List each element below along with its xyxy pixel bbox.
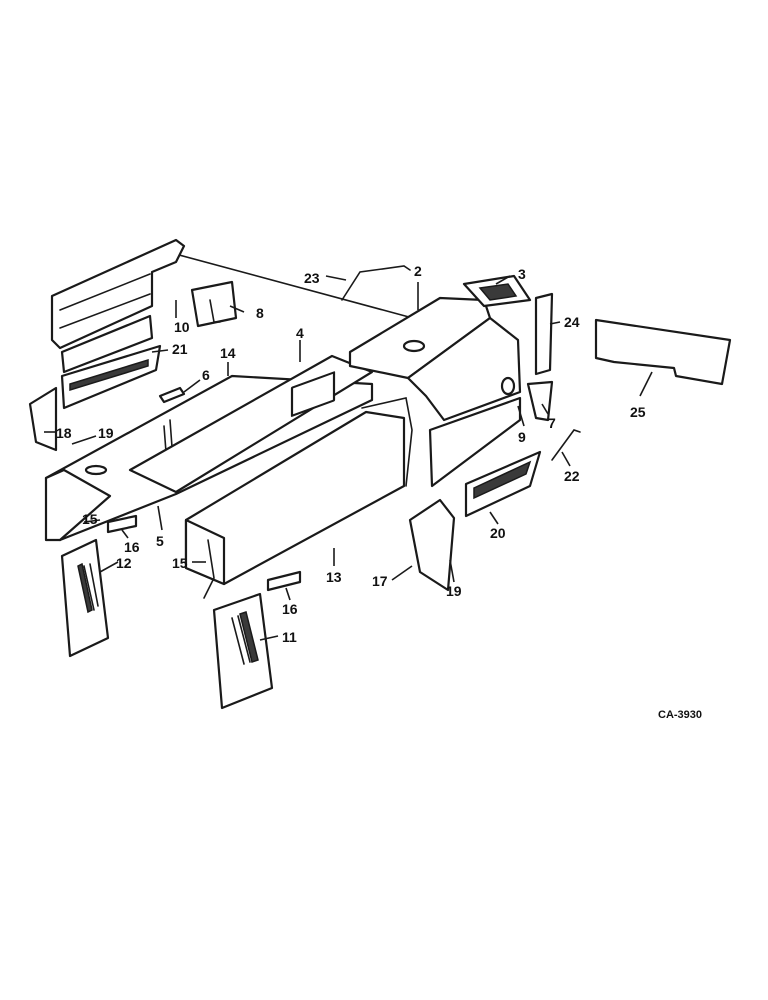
callout-9: 9 bbox=[518, 429, 526, 445]
panel-20-inner bbox=[473, 460, 532, 500]
callout-2: 2 bbox=[414, 263, 422, 279]
rear-cowl-2 bbox=[348, 296, 522, 488]
callout-16b: 16 bbox=[282, 601, 298, 617]
callout-7: 7 bbox=[548, 415, 556, 431]
callout-3: 3 bbox=[518, 266, 526, 282]
leader-17 bbox=[391, 565, 413, 581]
leader-15a bbox=[83, 519, 101, 523]
leader-8 bbox=[229, 305, 245, 313]
leader-11 bbox=[259, 635, 279, 641]
callout-15b: 15 bbox=[172, 555, 188, 571]
callout-15a: 15 bbox=[82, 511, 98, 527]
callout-13: 13 bbox=[326, 569, 342, 585]
callout-24: 24 bbox=[564, 314, 580, 330]
leader-6 bbox=[183, 379, 201, 393]
leader-19a bbox=[71, 435, 97, 445]
tag-16a bbox=[106, 514, 138, 534]
side-piece-17 bbox=[408, 498, 456, 592]
callout-23: 23 bbox=[304, 270, 320, 286]
rod-22 bbox=[551, 429, 581, 461]
leader-16b bbox=[285, 587, 291, 601]
leader-9 bbox=[517, 405, 525, 427]
callout-19b: 19 bbox=[446, 583, 462, 599]
callout-11: 11 bbox=[282, 629, 297, 645]
center-body-13 bbox=[184, 371, 413, 586]
callout-10: 10 bbox=[174, 319, 190, 335]
callout-5: 5 bbox=[156, 533, 164, 549]
callout-6: 6 bbox=[202, 367, 210, 383]
leader-19b bbox=[449, 559, 455, 583]
seal-25 bbox=[594, 318, 732, 386]
guide-line bbox=[167, 251, 421, 321]
rod-23 bbox=[341, 265, 411, 301]
callout-18: 18 bbox=[56, 425, 72, 441]
left-lower-strip bbox=[60, 344, 162, 410]
left-upper-panel bbox=[50, 238, 186, 374]
callout-4: 4 bbox=[296, 325, 304, 341]
handle-15b bbox=[203, 539, 215, 599]
leader-21 bbox=[151, 349, 169, 353]
bracket-8 bbox=[190, 280, 238, 328]
side-plate-18 bbox=[28, 386, 58, 452]
leader-20 bbox=[489, 511, 499, 525]
callout-14: 14 bbox=[220, 345, 236, 361]
right-side-panel-11 bbox=[212, 592, 274, 710]
leader-3 bbox=[495, 275, 511, 285]
leader-12 bbox=[99, 561, 119, 573]
leader-24 bbox=[549, 321, 561, 325]
grab-handle-3-inner bbox=[478, 283, 518, 301]
leader-7 bbox=[541, 403, 549, 415]
callout-25: 25 bbox=[630, 404, 646, 420]
callout-12: 12 bbox=[116, 555, 132, 571]
callout-20: 20 bbox=[490, 525, 506, 541]
leader-16a bbox=[121, 529, 129, 539]
callout-19a: 19 bbox=[98, 425, 114, 441]
callout-17: 17 bbox=[372, 573, 388, 589]
callout-8: 8 bbox=[256, 305, 264, 321]
leader-25 bbox=[639, 371, 653, 397]
callout-16a: 16 bbox=[124, 539, 140, 555]
tag-16b bbox=[266, 570, 302, 592]
drawing-code: CA-3930 bbox=[658, 709, 702, 721]
callout-21: 21 bbox=[172, 341, 188, 357]
callout-22: 22 bbox=[564, 468, 580, 484]
leader-23 bbox=[325, 275, 347, 281]
left-side-panel-12 bbox=[60, 538, 110, 658]
vertical-strip-24 bbox=[534, 292, 554, 376]
leader-5 bbox=[157, 505, 163, 531]
leader-22 bbox=[561, 451, 571, 467]
pin-6 bbox=[158, 386, 186, 404]
